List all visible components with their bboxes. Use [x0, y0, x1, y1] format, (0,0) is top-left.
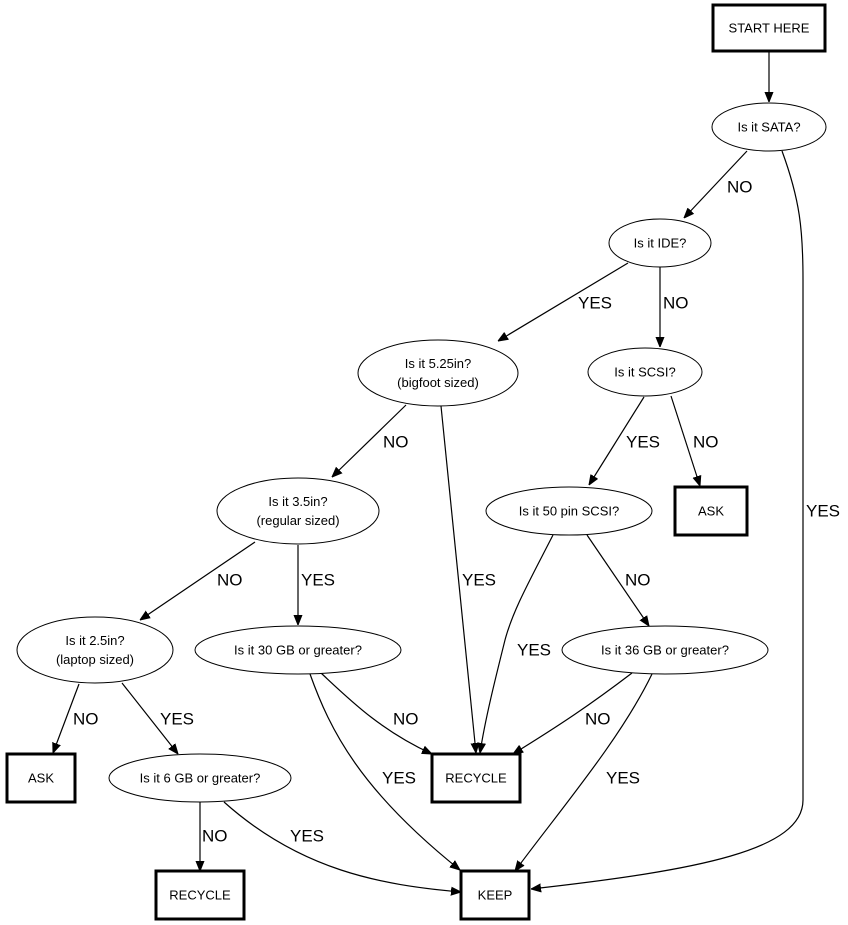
edge-gb36-to-recycle1 [513, 672, 633, 754]
decision-ellipse [587, 347, 703, 397]
edge-label-yes: YES [578, 294, 612, 313]
node-label: Is it 6 GB or greater? [140, 771, 261, 786]
node-label: Is it 3.5in? [268, 494, 327, 509]
edge-label-no: NO [663, 294, 689, 313]
terminal-box [5, 752, 77, 804]
node-label: Is it IDE? [634, 236, 687, 251]
terminal-box [459, 869, 531, 921]
edge-label-yes: YES [160, 710, 194, 729]
decision-ellipse [357, 339, 519, 407]
edge-labels-layer: NO YES YES NO NO YES YES NO NO YES YES NO NO YES NO YES… [73, 178, 840, 846]
node-gb30: Is it 30 GB or greater? [194, 625, 402, 675]
edge-label-no: NO [625, 571, 651, 590]
edge-label-yes: YES [462, 571, 496, 590]
node-label: Is it 50 pin SCSI? [519, 504, 619, 519]
edge-ide-to-in525 [498, 262, 629, 341]
edge-label-no: NO [727, 178, 753, 197]
node-label: ASK [698, 504, 724, 519]
terminal-box [711, 3, 827, 53]
node-pin50: Is it 50 pin SCSI? [485, 486, 653, 536]
node-in25: Is it 2.5in? (laptop sized) [16, 616, 174, 684]
nodes-layer: START HERE Is it SATA? Is it IDE? Is it 5.2… [5, 3, 827, 921]
node-label: Is it SATA? [737, 120, 800, 135]
edge-in525-to-recycle1 [440, 405, 476, 753]
node-gb36: Is it 36 GB or greater? [561, 625, 769, 675]
node-label: KEEP [478, 888, 513, 903]
edge-scsi-to-pin50 [589, 396, 645, 485]
decision-ellipse [108, 753, 292, 803]
edge-label-yes: YES [606, 769, 640, 788]
node-gb6: Is it 6 GB or greater? [108, 753, 292, 803]
edge-gb30-to-recycle1 [320, 672, 432, 754]
edges-layer [53, 52, 804, 892]
node-in35: Is it 3.5in? (regular sized) [216, 477, 380, 545]
node-label: ASK [28, 771, 54, 786]
node-label: Is it 5.25in? [405, 356, 472, 371]
node-sata: Is it SATA? [711, 102, 827, 152]
node-ide: Is it IDE? [608, 218, 712, 268]
node-start: START HERE [711, 3, 827, 53]
edge-label-yes: YES [382, 769, 416, 788]
decision-ellipse [16, 616, 174, 684]
edge-label-yes: YES [290, 827, 324, 846]
terminal-box [673, 485, 749, 537]
edge-label-no: NO [202, 827, 228, 846]
decision-ellipse [216, 477, 380, 545]
edge-pin50-to-recycle1 [480, 534, 554, 753]
node-in525: Is it 5.25in? (bigfoot sized) [357, 339, 519, 407]
decision-ellipse [711, 102, 827, 152]
decision-ellipse [608, 218, 712, 268]
edge-gb36-to-keep [515, 673, 653, 871]
decision-ellipse [561, 625, 769, 675]
edge-scsi-to-ask1 [670, 395, 700, 486]
node-label: RECYCLE [445, 771, 507, 786]
node-label: START HERE [729, 21, 810, 36]
edge-in25-to-ask2 [53, 683, 80, 753]
edge-label-no: NO [693, 433, 719, 452]
decision-ellipse [194, 625, 402, 675]
edge-label-no: NO [393, 710, 419, 729]
node-recycle2: RECYCLE [154, 869, 246, 921]
node-label: (laptop sized) [56, 652, 134, 667]
node-label: Is it SCSI? [614, 365, 675, 380]
edge-in25-to-gb6 [121, 682, 178, 754]
node-label: (bigfoot sized) [397, 375, 479, 390]
edge-sata-to-ide [684, 150, 748, 218]
terminal-box [154, 869, 246, 921]
edge-pin50-to-gb36 [586, 534, 649, 626]
edge-in525-to-in35 [332, 404, 407, 477]
node-ask2: ASK [5, 752, 77, 804]
edge-sata-to-keep [531, 150, 804, 889]
node-keep: KEEP [459, 869, 531, 921]
node-label: Is it 30 GB or greater? [234, 643, 362, 658]
edge-label-yes: YES [301, 571, 335, 590]
node-label: (regular sized) [256, 513, 339, 528]
node-label: Is it 2.5in? [65, 633, 124, 648]
node-ask1: ASK [673, 485, 749, 537]
decision-ellipse [485, 486, 653, 536]
edge-in35-to-in25 [140, 541, 256, 620]
node-label: Is it 36 GB or greater? [601, 643, 729, 658]
node-scsi: Is it SCSI? [587, 347, 703, 397]
edge-label-yes: YES [626, 433, 660, 452]
edge-gb30-to-keep [309, 673, 460, 870]
edge-label-no: NO [383, 433, 409, 452]
edge-label-no: NO [217, 571, 243, 590]
node-recycle1: RECYCLE [430, 752, 522, 804]
edge-label-yes: YES [806, 502, 840, 521]
node-label: RECYCLE [169, 888, 231, 903]
edge-gb6-to-keep [223, 801, 461, 892]
edge-label-no: NO [73, 710, 99, 729]
edge-label-no: NO [585, 710, 611, 729]
terminal-box [430, 752, 522, 804]
edge-label-yes: YES [517, 641, 551, 660]
